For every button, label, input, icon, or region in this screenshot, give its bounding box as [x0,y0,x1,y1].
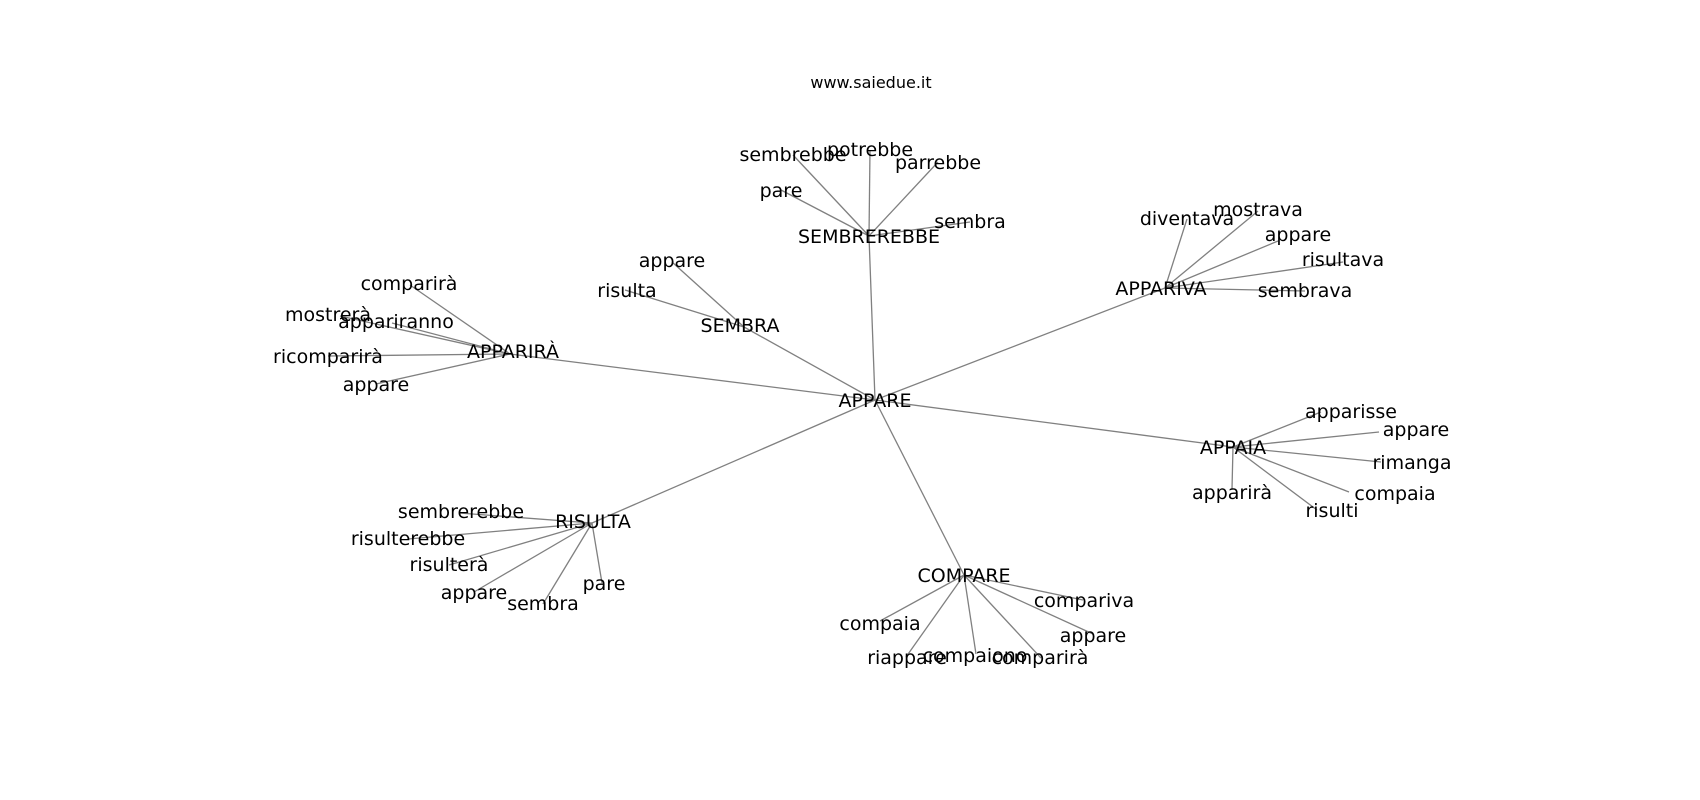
leaf-node-label: appare [1060,625,1127,647]
graph-edge [874,399,965,576]
graph-edge [792,154,870,237]
leaf-node-label: riappare [867,647,947,669]
leaf-node-label: sembrebbe [739,144,846,166]
graph-edge [542,522,593,605]
hub-node-label: APPARIVA [1115,278,1206,300]
graph-edge [905,574,965,658]
hub-node-label: COMPARE [917,565,1010,587]
leaf-node-label: compariva [1034,590,1134,612]
graph-edge [448,522,593,566]
graph-edge [1232,431,1380,448]
graph-edge [963,574,1084,601]
graph-edge [591,399,876,524]
graph-edge [874,399,1234,448]
hub-node-label: SEMBREREBBE [798,226,940,248]
leaf-node-label: pare [760,180,803,202]
leaf-node-label: apparirà [1192,482,1272,504]
leaf-node-label: potrebbe [827,139,913,161]
graph-edge [391,322,511,355]
leaf-node-label: risulterà [410,554,489,576]
graph-edge [1231,446,1234,490]
graph-edge [407,522,593,540]
leaf-node-label: ricomparirà [273,346,383,368]
leaf-node-label: risultava [1302,249,1384,271]
leaf-node-label: sembra [507,593,579,615]
graph-edge [1232,411,1322,448]
leaf-node-label: risulta [597,280,656,302]
leaf-node-label: compaia [839,613,920,635]
leaf-node-label: parrebbe [895,152,981,174]
graph-edge [591,522,603,584]
leaf-node-label: sembrava [1258,280,1353,302]
leaf-node-label: appare [1265,224,1332,246]
leaf-node-label: appare [343,374,410,396]
leaf-node-label: appare [441,582,508,604]
graph-edge [879,574,965,622]
graph-edge [1232,446,1382,463]
leaf-node-label: sembrerebbe [398,501,524,523]
graph-edge [963,574,977,655]
leaf-node-label: pare [583,573,626,595]
graph-edge [1164,261,1344,289]
leaf-node-label: comparirà [992,647,1089,669]
graph-edge [1164,210,1259,289]
leaf-node-label: apparisse [1305,401,1397,423]
leaf-node-label: risulterebbe [351,528,465,550]
leaf-node-label: sembra [934,211,1006,233]
graph-edge [1164,240,1279,289]
hub-node-label: APPARIRÀ [467,340,559,363]
graph-edge [458,512,593,524]
leaf-node-label: risulti [1305,500,1358,522]
leaf-node-label: rimanga [1373,452,1452,474]
graph-edge [509,353,876,401]
graph-edge [963,574,1094,635]
graph-edge [780,189,870,237]
graph-edge [409,284,511,355]
graph-edge [874,287,1166,401]
graph-edge [624,289,745,328]
graph-edge [868,149,871,237]
label-layer: sembrebbepotrebbeparrebbeparesembraSEMBR… [273,139,1451,669]
graph-edge [868,221,971,237]
graph-edge [1232,446,1350,493]
hub-node-label: RISULTA [555,511,631,533]
leaf-node-label: comparirà [361,273,458,295]
graph-edge [963,574,1042,659]
graph-edge [473,522,593,593]
hub-node-label: SEMBRA [701,315,780,337]
leaf-node-label: diventava [1140,208,1234,230]
hub-node-label: APPAIA [1200,437,1266,459]
graph-title: www.saiedue.it [810,73,931,92]
graph-edge [339,315,511,355]
graph-edge [743,326,876,401]
edge-layer [327,149,1382,659]
graph-edge [327,353,511,357]
graph-edge [375,353,511,385]
graph-edge [868,235,876,401]
leaf-node-label: mostrerà [285,304,371,326]
graph-edge [1164,287,1306,292]
leaf-node-label: appariranno [338,311,454,333]
leaf-node-label: mostrava [1213,199,1303,221]
leaf-node-label: appare [1383,419,1450,441]
leaf-node-label: compaia [1354,483,1435,505]
leaf-node-label: compaiono [923,645,1028,667]
graph-edge [868,161,939,237]
graph-edge [1232,446,1318,511]
graph-edge [1164,218,1188,289]
graph-edge [671,261,745,328]
leaf-node-label: appare [639,250,706,272]
root-node-label: APPARE [839,390,912,412]
